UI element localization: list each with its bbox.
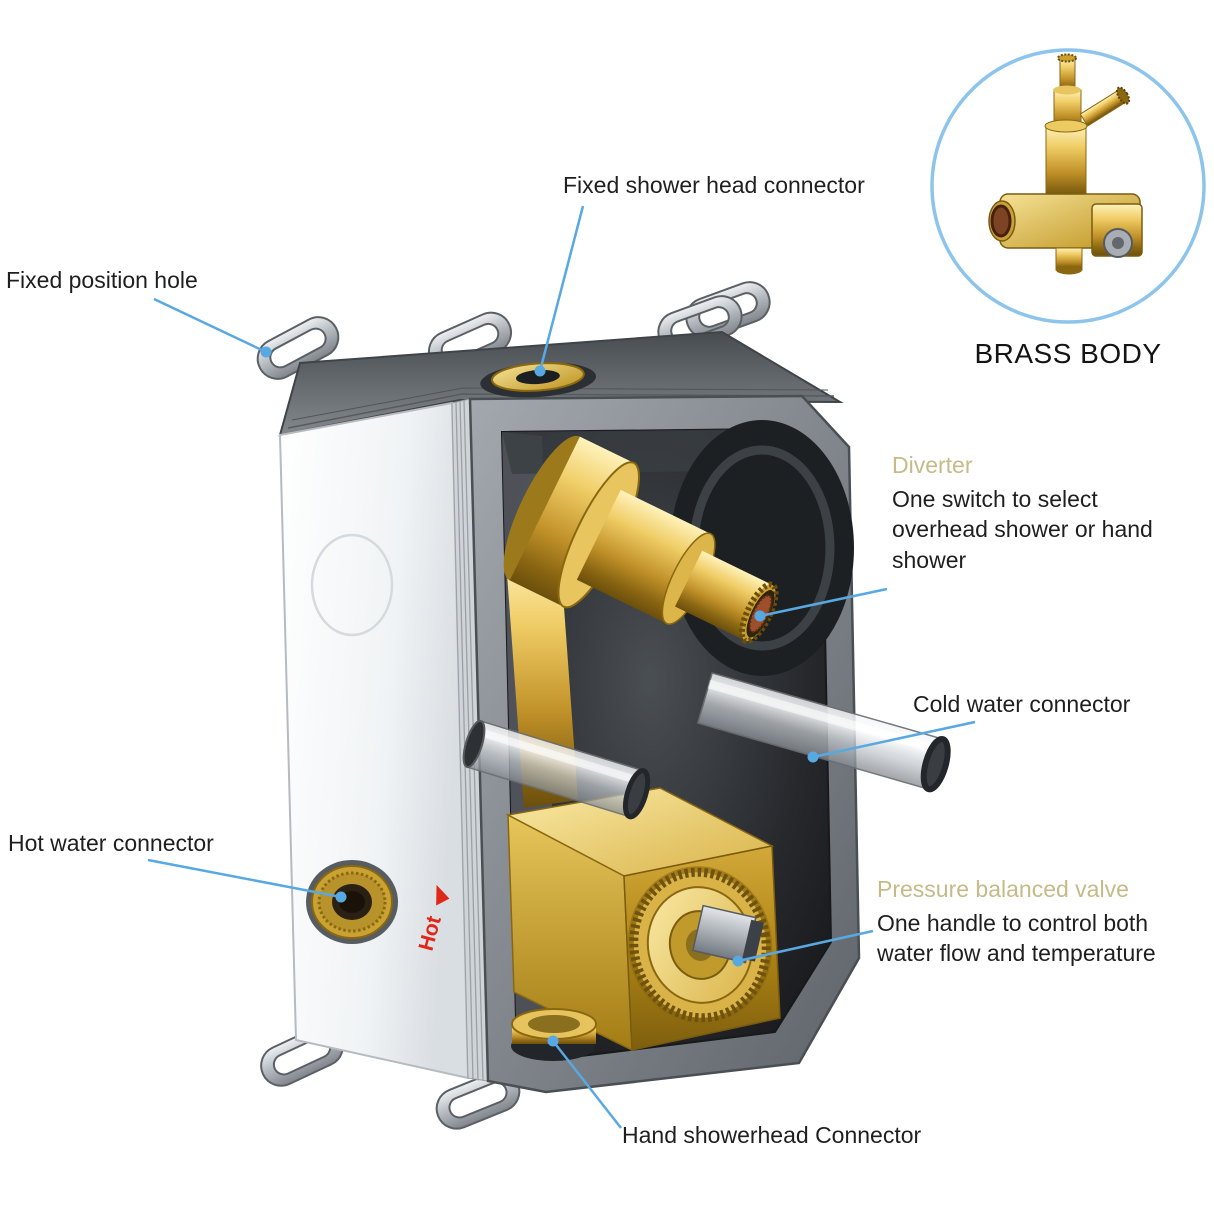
cold-water-pipe	[696, 672, 951, 793]
callout-pressure-valve-title: Pressure balanced valve	[877, 876, 1129, 902]
hot-arrow-icon	[436, 884, 450, 906]
brass-body-inset-graphic	[930, 48, 1206, 324]
leader-fixed-shower-head	[538, 205, 585, 372]
leader-dots	[260, 346, 819, 1047]
callout-diverter-desc: One switch to select overhead shower or …	[892, 486, 1153, 573]
leader-lines	[147, 205, 976, 1129]
box-left-face	[278, 401, 470, 1080]
leader-pressure-valve	[737, 929, 874, 963]
leader-hot-water	[147, 858, 342, 899]
leader-fixed-position-hole	[153, 297, 267, 354]
valve-square-stem	[691, 904, 764, 964]
fixed-shower-head-connector	[480, 362, 597, 398]
hot-water-connector	[306, 860, 398, 944]
emboss-circle	[310, 533, 394, 637]
inner-clear-pipe	[462, 719, 651, 820]
callout-fixed-position-hole: Fixed position hole	[6, 267, 198, 293]
leader-diverter	[759, 587, 888, 618]
pressure-valve-graphic	[505, 787, 781, 1052]
callout-pressure-valve: Pressure balanced valve One handle to co…	[877, 876, 1189, 969]
callout-pressure-valve-desc: One handle to control both water flow an…	[877, 910, 1156, 967]
callout-hand-showerhead: Hand showerhead Connector	[622, 1122, 922, 1148]
callout-hot-water: Hot water connector	[8, 830, 214, 856]
callout-fixed-shower-head: Fixed shower head connector	[563, 172, 865, 198]
leader-hand-showerhead	[552, 1040, 622, 1129]
inset-caption: BRASS BODY	[974, 338, 1162, 369]
callout-cold-water: Cold water connector	[913, 691, 1131, 717]
callout-diverter: Diverter One switch to select overhead s…	[892, 452, 1160, 575]
leader-cold-water	[812, 720, 976, 759]
callout-diverter-title: Diverter	[892, 452, 973, 478]
hand-showerhead-connector	[511, 1008, 597, 1061]
